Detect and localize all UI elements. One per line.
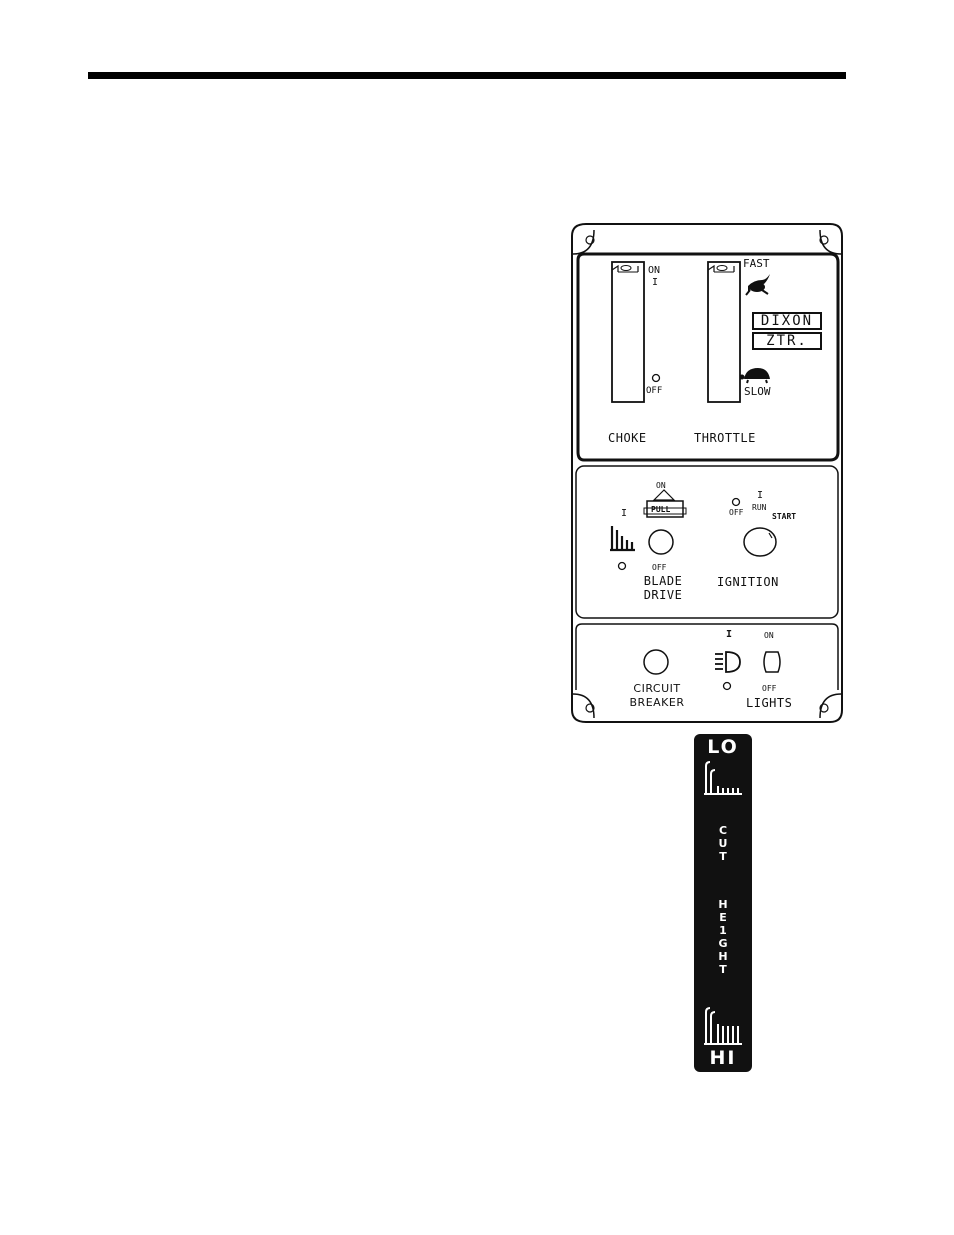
ignition-start-label: START: [772, 512, 797, 521]
choke-off-label: OFF: [646, 386, 663, 396]
ztr-logo: ZTR.: [752, 332, 822, 350]
throttle-title: THROTTLE: [694, 431, 756, 445]
choke-off-indicator: [651, 373, 661, 383]
control-panel-outline: [571, 223, 843, 723]
cut-height-letter: 1: [719, 924, 727, 937]
grass-short-icon: [704, 761, 742, 795]
turtle-icon: [739, 368, 770, 384]
blade-icon: [610, 526, 635, 552]
pull-knob-outline: [646, 500, 684, 518]
lights-off-label: OFF: [762, 684, 777, 693]
blade-drive-title-1: BLADE: [643, 574, 683, 588]
blade-drive-title-2: DRIVE: [643, 588, 683, 602]
choke-title: CHOKE: [608, 431, 647, 445]
circuit-breaker-title-2: BREAKER: [629, 696, 685, 709]
pull-arrow-icon: [652, 489, 676, 501]
cut-height-letter: T: [719, 963, 727, 976]
throttle-slot: [707, 261, 741, 403]
rabbit-icon: [745, 274, 770, 296]
ignition-off-indicator: [731, 497, 741, 507]
cut-height-hi-label: HI: [709, 1047, 737, 1069]
cut-height-letter: U: [718, 837, 728, 850]
ignition-run-label: RUN: [752, 503, 767, 512]
lights-title: LIGHTS: [746, 696, 793, 710]
ignition-keyswitch: [743, 527, 777, 557]
mount-hole-tr: [819, 235, 829, 245]
blade-on-label: ON: [656, 481, 666, 490]
lights-switch: [763, 651, 781, 673]
cut-height-letter: T: [719, 850, 727, 863]
blade-off-label: OFF: [652, 563, 667, 572]
throttle-slow-label: SLOW: [744, 385, 771, 398]
cut-height-letter: C: [718, 824, 728, 837]
header-rule: [88, 72, 846, 79]
headlight-icon: [715, 651, 741, 673]
cut-height-lo-label: LO: [707, 736, 739, 758]
choke-on-label: ON: [648, 265, 661, 276]
lights-on-mark: I: [726, 629, 733, 640]
cut-height-letter: E: [719, 911, 727, 924]
lights-off-indicator: [722, 681, 732, 691]
ignition-off-label: OFF: [729, 508, 744, 517]
throttle-fast-label: FAST: [743, 257, 770, 270]
mount-hole-br: [819, 703, 829, 713]
cut-height-letter: H: [718, 898, 728, 911]
circuit-breaker-button: [643, 649, 669, 675]
choke-slot: [611, 261, 645, 403]
choke-on-mark: I: [652, 277, 659, 288]
blade-on-mark: I: [621, 508, 628, 519]
grass-tall-icon: [704, 1007, 742, 1045]
dixon-logo: DIXON: [752, 312, 822, 330]
pull-label: PULL: [651, 505, 671, 514]
blade-off-indicator: [617, 561, 627, 571]
circuit-breaker-title-1: CIRCUIT: [633, 682, 681, 695]
cut-height-letter: H: [718, 950, 728, 963]
cut-height-letter: G: [718, 937, 728, 950]
lights-on-label: ON: [764, 631, 774, 640]
ignition-run-mark: I: [757, 490, 764, 501]
mount-hole-bl: [585, 703, 595, 713]
blade-drive-switch: [648, 529, 674, 555]
mount-hole-tl: [585, 235, 595, 245]
ignition-title: IGNITION: [717, 575, 779, 589]
